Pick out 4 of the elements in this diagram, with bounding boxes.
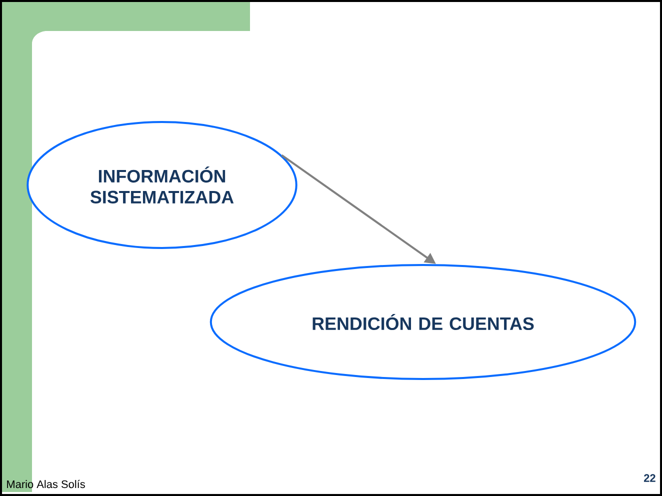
author-name: Mario Alas Solís xyxy=(7,480,85,488)
page-number: 22 xyxy=(644,474,656,482)
ellipse-node: INFORMACIÓN SISTEMATIZADA xyxy=(26,121,298,249)
ellipse-node: RENDICIÓN DE CUENTAS xyxy=(210,264,636,380)
